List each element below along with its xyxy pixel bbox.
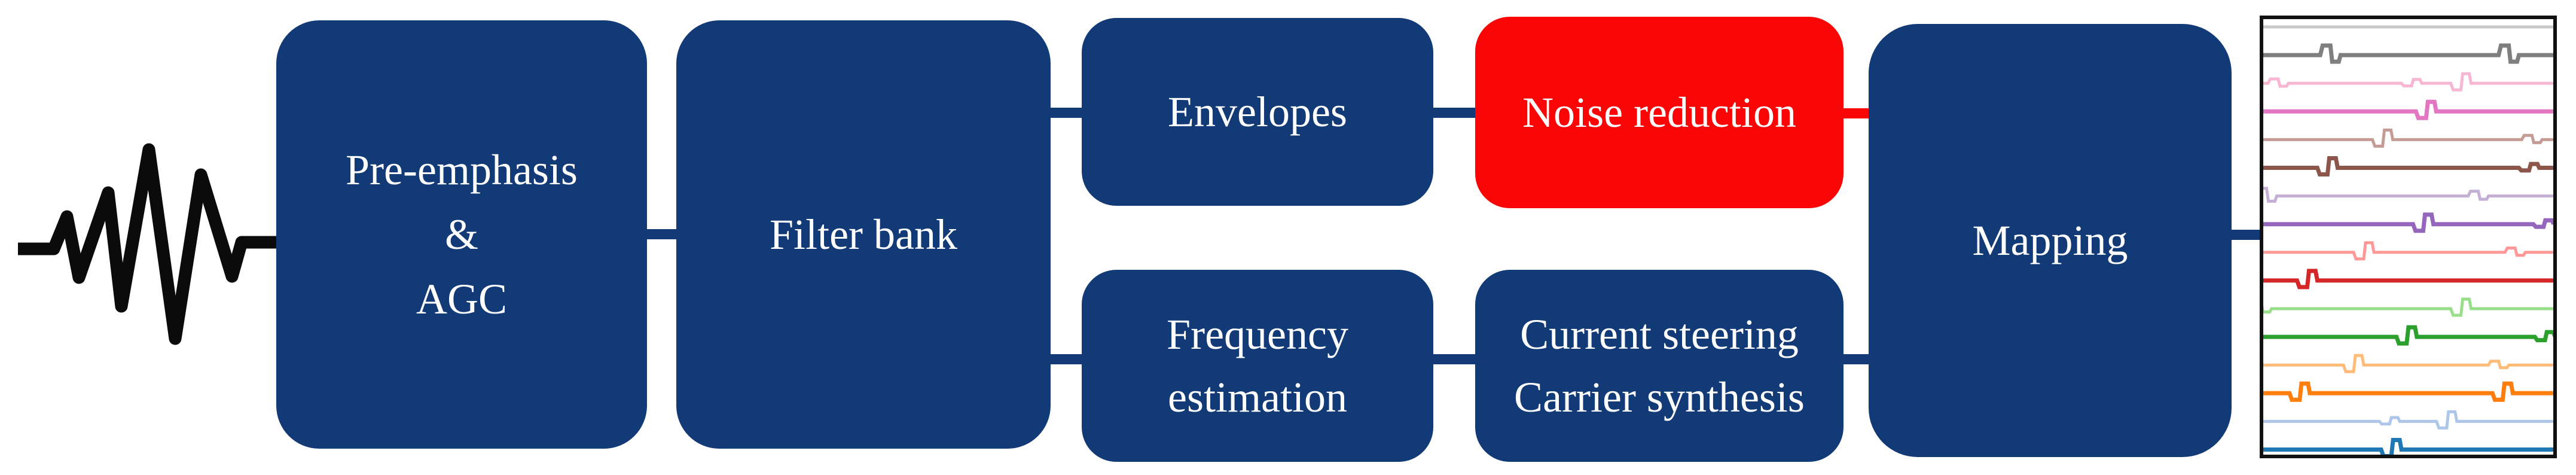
block-label: Mapping xyxy=(1972,217,2128,264)
block-current-steering-carrier-synthesis: Current steering Carrier synthesis xyxy=(1475,270,1844,462)
connector-envelopes-noisereduction xyxy=(1433,108,1475,118)
trace-channel-14 xyxy=(2263,381,2553,402)
block-pre-emphasis-agc: Pre-emphasis & AGC xyxy=(276,20,647,449)
connector-frequencyestimation-currentsteering xyxy=(1433,354,1475,364)
trace-channel-3 xyxy=(2263,72,2553,92)
connector-filterbank-envelopes xyxy=(1051,108,1082,118)
block-label: Noise reduction xyxy=(1522,89,1796,136)
block-frequency-estimation: Frequency estimation xyxy=(1082,270,1433,462)
connector-filterbank-frequencyestimation xyxy=(1051,354,1082,364)
trace-channel-5 xyxy=(2263,128,2553,148)
trace-channel-8 xyxy=(2263,212,2553,233)
connector-preemphasis-filterbank xyxy=(647,229,676,239)
trace-channel-11 xyxy=(2263,297,2553,317)
block-label: Envelopes xyxy=(1168,88,1347,136)
connector-mapping-outputpanel xyxy=(2232,230,2260,240)
block-filter-bank: Filter bank xyxy=(676,20,1051,449)
trace-channel-2 xyxy=(2263,43,2553,64)
block-label: Frequency estimation xyxy=(1167,310,1348,421)
block-label: Current steering Carrier synthesis xyxy=(1514,310,1805,421)
trace-channel-7 xyxy=(2263,187,2553,203)
trace-channel-15 xyxy=(2263,410,2553,430)
trace-channel-12 xyxy=(2263,325,2553,346)
connector-currentsteering-mapping xyxy=(1844,354,1869,364)
output-traces xyxy=(2263,25,2553,455)
trace-channel-10 xyxy=(2263,269,2553,290)
block-label: Filter bank xyxy=(770,211,957,258)
electrode-output-panel xyxy=(2260,16,2557,458)
trace-channel-9 xyxy=(2263,241,2553,261)
trace-channel-6 xyxy=(2263,156,2553,176)
block-mapping: Mapping xyxy=(1869,24,2232,457)
block-label: Pre-emphasis & AGC xyxy=(346,146,578,323)
audio-waveform-icon xyxy=(18,143,281,345)
audio-waveform-path xyxy=(18,143,281,345)
connector-noisereduction-mapping xyxy=(1844,108,1869,118)
trace-channel-4 xyxy=(2263,99,2553,120)
block-envelopes: Envelopes xyxy=(1082,18,1433,206)
block-noise-reduction: Noise reduction xyxy=(1475,17,1844,208)
trace-channel-13 xyxy=(2263,354,2553,373)
trace-channel-16 xyxy=(2263,438,2553,455)
